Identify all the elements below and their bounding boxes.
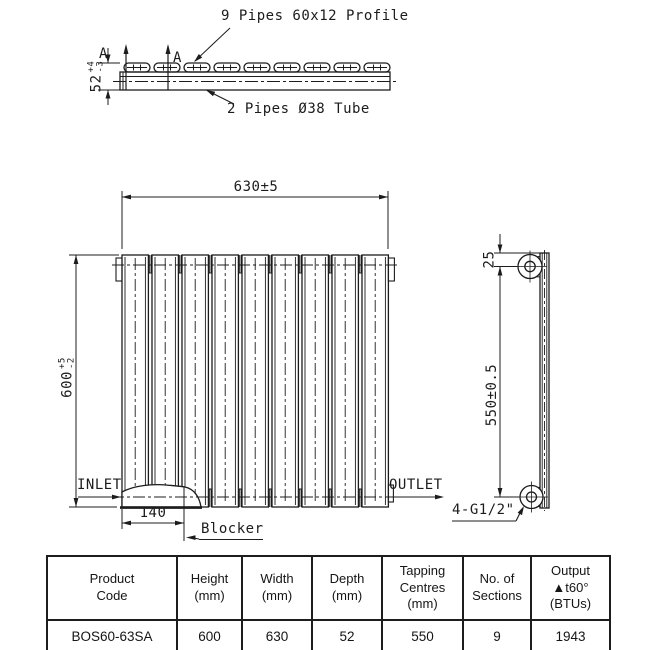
blocker-offset-dimension: 140 [139,505,167,521]
section-marker-a2: A [173,50,182,66]
bottom-tapping [517,481,548,513]
flow-leaders [78,494,444,541]
section-arrows [123,44,171,90]
side-dimension-lines [494,234,540,498]
cell-sections: 9 [462,619,532,650]
cell-product-code: BOS60-63SA [46,619,178,650]
depth-tolerance: +4-3 [86,60,106,73]
cell-height: 600 [176,619,243,650]
top-profile-view [98,27,397,105]
height-dimension-lines [69,254,119,508]
cell-output: 1943 [530,619,611,650]
connection-leader [452,506,524,522]
cell-depth: 52 [311,619,383,650]
pipe-profiles [123,62,391,73]
top-tapping [515,250,547,283]
header-depth: Depth(mm) [311,555,383,621]
blocker-shape [120,484,202,509]
connection-size-label: 4-G1/2" [452,502,515,518]
side-view [452,234,550,522]
depth-dimension: 52+4-3 [86,60,106,93]
blocker-dimension-lines [121,487,185,541]
blocker-label: Blocker [201,521,264,537]
inlet-label: INLET [77,477,122,493]
outlet-label: OUTLET [389,477,443,493]
header-height: Height(mm) [176,555,243,621]
header-output: Output▲t60° (BTUs) [530,555,611,621]
height-tolerance: +5-2 [57,357,77,370]
spec-table-data-row: BOS60-63SA 600 630 52 550 9 1943 [46,619,611,650]
front-view [69,191,444,541]
left-header-tab [115,257,123,282]
top-offset-dimension: 25 [481,250,497,269]
header-width: Width(mm) [241,555,313,621]
side-bar [539,250,550,511]
height-dimension: 600+5-2 [57,357,77,398]
right-header-tab [387,257,395,282]
tapping-centres-dimension: 550±0.5 [484,363,500,427]
right-bottom-tab [387,484,394,503]
profile-leader [194,27,231,62]
pipe-profile-label: 9 Pipes 60x12 Profile [221,8,409,24]
radiator-panels [121,254,390,508]
section-marker-a1: A [99,46,108,62]
width-dimension-lines [121,191,389,249]
width-dimension: 630±5 [233,179,279,195]
header-centrelines [112,264,397,498]
cell-tapping-centres: 550 [381,619,464,650]
cell-width: 630 [241,619,313,650]
tube-leader [206,90,235,105]
depth-dimension-lines [98,48,120,105]
tube-label: 2 Pipes Ø38 Tube [227,101,370,117]
